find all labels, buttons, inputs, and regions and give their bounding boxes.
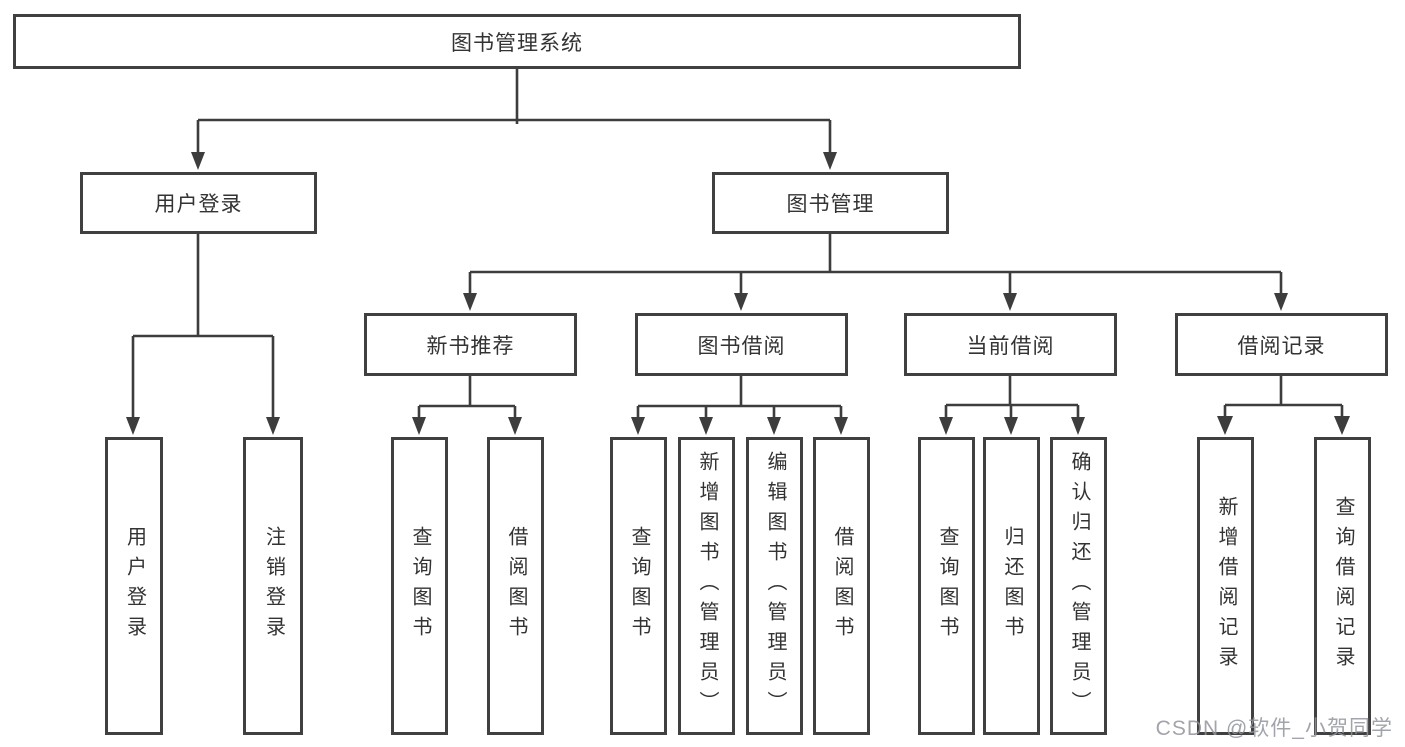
node-label: 新增借阅记录 (1215, 496, 1237, 676)
tree-lines (131, 68, 1344, 418)
node-current-borrowing: 当前借阅 (904, 313, 1117, 376)
node-label: 查询图书 (628, 526, 650, 646)
leaf-edit-books-admin: 编辑图书（管理员） (746, 437, 803, 735)
node-label: 归还图书 (1001, 526, 1023, 646)
leaf-query-books-current: 查询图书 (918, 437, 975, 735)
node-label: 借阅图书 (505, 526, 527, 646)
arrowheads (126, 152, 1350, 435)
node-label: 图书管理系统 (451, 31, 583, 55)
node-label: 查询借阅记录 (1332, 496, 1354, 676)
leaf-borrow-books-recommend: 借阅图书 (487, 437, 544, 735)
leaf-logout: 注销登录 (243, 437, 303, 735)
node-label: 借阅记录 (1237, 334, 1326, 358)
leaf-query-borrow-record: 查询借阅记录 (1314, 437, 1371, 735)
node-borrowing-records: 借阅记录 (1175, 313, 1388, 376)
leaf-borrow-books: 借阅图书 (813, 437, 870, 735)
node-label: 注销登录 (262, 526, 285, 646)
node-user-login: 用户登录 (80, 172, 317, 234)
node-label: 图书借阅 (697, 334, 786, 358)
node-label: 查询图书 (936, 526, 958, 646)
leaf-user-login: 用户登录 (105, 437, 163, 735)
leaf-return-books: 归还图书 (983, 437, 1040, 735)
node-label: 当前借阅 (966, 334, 1055, 358)
node-book-management: 图书管理 (712, 172, 949, 234)
node-label: 新增图书（管理员） (696, 451, 718, 721)
node-label: 用户登录 (123, 526, 146, 646)
leaf-confirm-return-admin: 确认归还（管理员） (1050, 437, 1107, 735)
leaf-query-books-recommend: 查询图书 (391, 437, 448, 735)
node-book-borrowing: 图书借阅 (635, 313, 848, 376)
node-library-system: 图书管理系统 (13, 14, 1021, 69)
node-label: 查询图书 (409, 526, 431, 646)
node-label: 借阅图书 (831, 526, 853, 646)
csdn-watermark: CSDN @软件_小贺同学 (1155, 717, 1393, 740)
node-label: 图书管理 (786, 193, 875, 216)
node-new-book-recommend: 新书推荐 (364, 313, 577, 376)
node-label: 新书推荐 (426, 334, 515, 358)
node-label: 确认归还（管理员） (1068, 451, 1090, 721)
leaf-add-books-admin: 新增图书（管理员） (678, 437, 735, 735)
leaf-add-borrow-record: 新增借阅记录 (1197, 437, 1254, 735)
leaf-query-books-borrow: 查询图书 (610, 437, 667, 735)
node-label: 编辑图书（管理员） (764, 451, 786, 721)
node-label: 用户登录 (154, 193, 243, 216)
